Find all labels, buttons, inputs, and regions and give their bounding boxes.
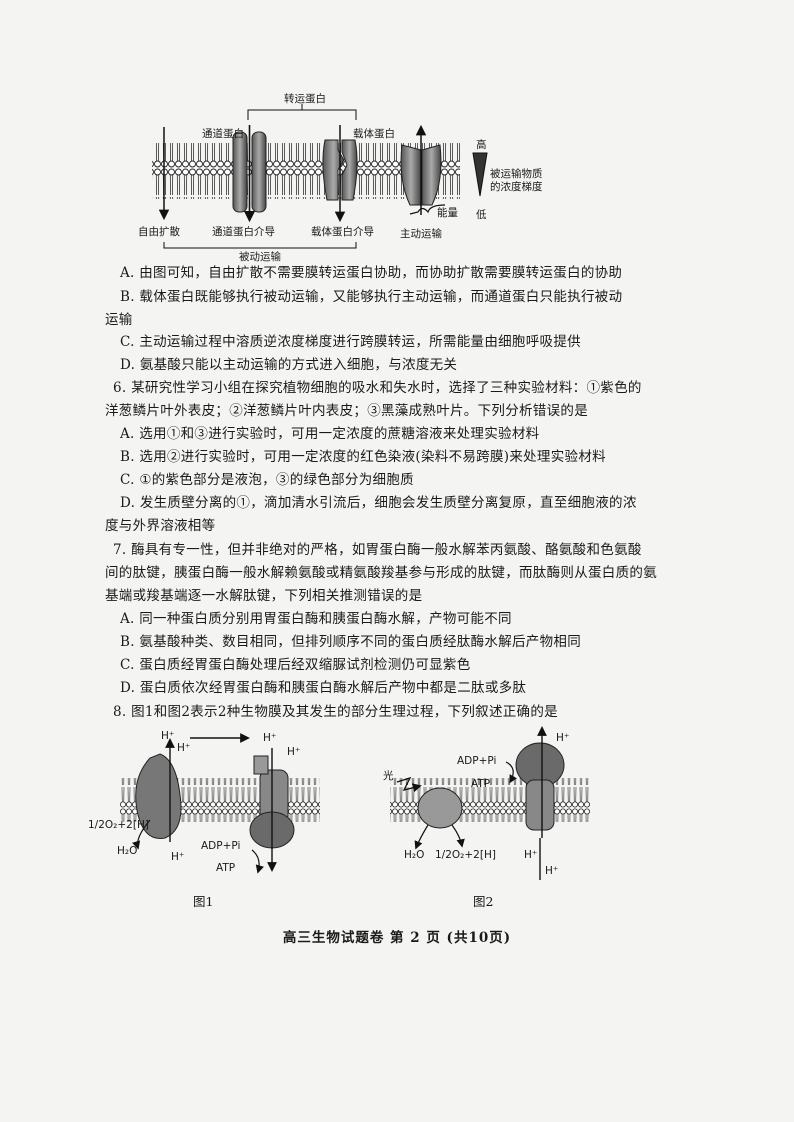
q5-option-c: C. 主动运输过程中溶质逆浓度梯度进行跨膜转运，所需能量由细胞呼吸提供: [120, 334, 581, 350]
high-label: 高: [476, 139, 487, 151]
q7-option-d: D. 蛋白质依次经胃蛋白酶和胰蛋白酶水解后产物中都是二肽或多肽: [120, 680, 527, 696]
q6-stem-line1: 6. 某研究性学习小组在探究植物细胞的吸水和失水时，选择了三种实验材料：①紫色的: [113, 380, 642, 396]
active-transport-protein: [400, 124, 446, 215]
passive-transport-label: 被动运输: [239, 251, 281, 263]
fig2-atp: ATP: [471, 778, 491, 790]
page-footer: 高三生物试题卷 第 2 页 (共10页): [282, 930, 512, 946]
q5-option-a: A. 由图可知，自由扩散不需要膜转运蛋白协助，而协助扩散需要膜转运蛋白的协助: [120, 265, 623, 281]
fig1-h-mid-left: H⁺: [177, 742, 191, 754]
q7-option-c: C. 蛋白质经胃蛋白酶处理后经双缩脲试剂检测仍可显紫色: [120, 657, 471, 673]
figure-1-diagram: [120, 733, 320, 874]
q7-option-a: A. 同一种蛋白质分别用胃蛋白酶和胰蛋白酶水解，产物可能不同: [120, 611, 512, 627]
fig1-h-bottom: H⁺: [171, 851, 185, 863]
gradient-label-2: 的浓度梯度: [490, 181, 543, 193]
q8-stem: 8. 图1和图2表示2种生物膜及其发生的部分生理过程，下列叙述正确的是: [113, 704, 558, 720]
carrier-protein-label: 载体蛋白: [353, 128, 395, 140]
channel-protein-label: 通道蛋白: [202, 128, 244, 140]
fig1-adp: ADP+Pi: [201, 840, 241, 852]
fig1-caption: 图1: [193, 894, 214, 909]
channel-protein: [232, 125, 267, 223]
transport-diagram: [152, 104, 488, 249]
fig2-adp: ADP+Pi: [457, 755, 497, 767]
q7-option-b: B. 氨基酸种类、数目相同，但排列顺序不同的蛋白质经肽酶水解后产物相同: [120, 634, 582, 650]
channel-mediated-label: 通道蛋白介导: [212, 226, 275, 238]
fig1-h-top-right: H⁺: [263, 732, 277, 744]
fig1-atp: ATP: [216, 862, 236, 874]
fig2-h-low: H⁺: [545, 865, 559, 877]
active-transport-label: 主动运输: [400, 228, 442, 240]
transport-figure: 转运蛋白 通道蛋白 载体蛋白 高 被运输物质 的浓度梯度 低 能量 自由扩散 通…: [0, 0, 794, 263]
energy-label: 能量: [437, 207, 458, 219]
carrier-mediated-label: 载体蛋白介导: [311, 226, 374, 238]
atp-synthase-2: [515, 742, 565, 831]
fig2-h-mid: H⁺: [524, 849, 538, 861]
fig2-product: 1/2O₂+2[H]: [435, 849, 496, 861]
q7-stem-line2: 间的肽键，胰蛋白酶一般水解赖氨酸或精氨酸羧基参与形成的肽键，而肽酶则从蛋白质的氨: [105, 565, 657, 581]
q5-option-d: D. 氨基酸只能以主动运输的方式进入细胞，与浓度无关: [120, 357, 458, 373]
q6-option-d-line2: 度与外界溶液相等: [105, 518, 216, 534]
photosystem: [417, 787, 463, 829]
q5-option-b-line1: B. 载体蛋白既能够执行被动运输，又能够执行主动运输，而通道蛋白只能执行被动: [120, 289, 623, 305]
fig2-light: 光: [383, 770, 394, 782]
gradient-wedge: [472, 152, 488, 197]
fig2-water: H₂O: [404, 849, 425, 861]
q5-option-b-line2: 运输: [105, 312, 133, 328]
q6-stem-line2: 洋葱鳞片叶外表皮；②洋葱鳞片叶内表皮；③黑藻成熟叶片。下列分析错误的是: [105, 403, 588, 419]
q7-stem-line3: 基端或羧基端逐一水解肽键，下列相关推测错误的是: [105, 588, 423, 604]
low-label: 低: [476, 209, 487, 221]
q6-option-b: B. 选用②进行实验时，可用一定浓度的红色染液(染料不易跨膜)来处理实验材料: [120, 449, 606, 465]
fig1-h-mid-right: H⁺: [287, 746, 301, 758]
q7-stem-line1: 7. 酶具有专一性，但并非绝对的严格，如胃蛋白酶一般水解苯丙氨酸、酪氨酸和色氨酸: [113, 542, 642, 558]
fig1-reactant: 1/2O₂+2[H]: [88, 819, 149, 831]
free-diffusion-label: 自由扩散: [138, 226, 180, 238]
carrier-protein: [322, 125, 358, 223]
fig1-water: H₂O: [117, 845, 138, 857]
figure-1: H⁺ H⁺ H⁺ H⁺ 1/2O₂+2[H] H₂O H⁺ ADP+Pi ATP…: [0, 720, 390, 920]
transport-protein-label: 转运蛋白: [284, 93, 326, 105]
fig2-h-top: H⁺: [556, 732, 570, 744]
figure-2: ADP+Pi ATP 光 H₂O 1/2O₂+2[H] H⁺ H⁺ H⁺ 图2: [380, 720, 794, 920]
q6-option-c: C. ①的紫色部分是液泡，③的绿色部分为细胞质: [120, 472, 414, 488]
q6-option-a: A. 选用①和③进行实验时，可用一定浓度的蔗糖溶液来处理实验材料: [120, 426, 540, 442]
gradient-label-1: 被运输物质: [490, 168, 543, 180]
q6-option-d-line1: D. 发生质壁分离的①，滴加清水引流后，细胞会发生质壁分离复原，直至细胞液的浓: [120, 495, 637, 511]
figure-2-diagram: [390, 726, 590, 880]
fig1-h-top-left: H⁺: [161, 730, 175, 742]
fig2-caption: 图2: [473, 894, 494, 909]
